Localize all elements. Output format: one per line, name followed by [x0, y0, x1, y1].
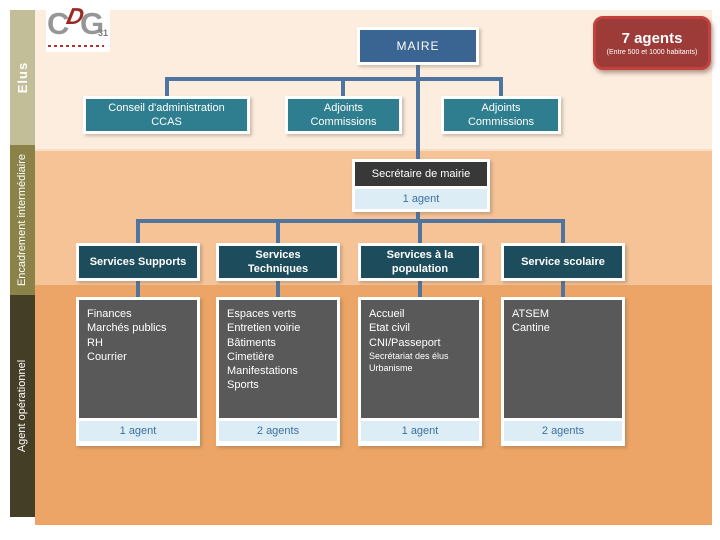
- service-list-scolaire: ATSEM Cantine: [504, 300, 622, 418]
- service-list-techniques: Espaces verts Entretien voirie Bâtiments…: [219, 300, 337, 418]
- maire-frame: MAIRE: [357, 27, 479, 65]
- conseil-ccas-box: Conseil d'administration CCAS: [86, 99, 247, 131]
- service-items-techniques: Espaces verts Entretien voirie Bâtiments…: [227, 308, 301, 392]
- service-header-supports-box: Services Supports: [79, 246, 197, 278]
- logo-letter-g: G: [80, 6, 105, 41]
- sidebar-label-agent-operationnel: Agent opérationnel: [16, 359, 29, 453]
- connector-services-horizontal: [136, 219, 565, 223]
- service-list-supports: Finances Marchés publics RH Courrier: [79, 300, 197, 418]
- connector-header-list-2: [276, 279, 280, 299]
- secretaire-box: Secrétaire de mairie: [355, 162, 487, 186]
- connector-header-list-1: [136, 279, 140, 299]
- agent-count-supports: 1 agent: [79, 421, 197, 441]
- adjoints-commissions-frame-2: Adjoints Commissions: [441, 96, 561, 134]
- conseil-ccas-frame: Conseil d'administration CCAS: [83, 96, 250, 134]
- service-items-population-small: Secrétariat des élus Urbanisme: [369, 350, 449, 374]
- sidebar-label-elus: Elus: [15, 61, 30, 94]
- service-header-techniques-box: Services Techniques: [219, 246, 337, 278]
- service-header-techniques: Services Techniques: [216, 243, 340, 281]
- sidebar-label-encadrement: Encadrement intermédiaire: [16, 153, 29, 287]
- agents-total-subtitle: (Entre 500 et 1000 habitants): [606, 49, 698, 56]
- logo-tagline-decoration: [48, 45, 104, 47]
- service-items-population: Accueil Etat civil CNI/Passeport: [369, 308, 441, 349]
- service-column-scolaire: ATSEM Cantine 2 agents: [501, 297, 625, 446]
- service-column-supports: Finances Marchés publics RH Courrier 1 a…: [76, 297, 200, 446]
- logo-number-31: 31: [98, 28, 109, 38]
- service-list-population: Accueil Etat civil CNI/Passeport Secréta…: [361, 300, 479, 418]
- agents-total-badge: 7 agents (Entre 500 et 1000 habitants): [593, 16, 711, 70]
- connector-drop-conseil: [165, 79, 169, 98]
- sidebar-segment-elus: Elus: [10, 10, 35, 145]
- connector-level1-horizontal: [165, 77, 503, 81]
- service-column-population: Accueil Etat civil CNI/Passeport Secréta…: [358, 297, 482, 446]
- connector-drop-adjoints-1: [341, 79, 345, 98]
- service-header-supports: Services Supports: [76, 243, 200, 281]
- sidebar-segment-encadrement: Encadrement intermédiaire: [10, 145, 35, 295]
- cdg31-logo: C D G 31: [46, 3, 110, 52]
- connector-drop-service-1: [136, 221, 140, 245]
- connector-header-list-4: [561, 279, 565, 299]
- service-header-population-box: Services à la population: [361, 246, 479, 278]
- service-header-scolaire-box: Service scolaire: [504, 246, 622, 278]
- adjoints-commissions-box-1: Adjoints Commissions: [288, 99, 399, 131]
- adjoints-commissions-frame-1: Adjoints Commissions: [285, 96, 402, 134]
- logo-letter-c: C: [47, 6, 70, 41]
- service-column-techniques: Espaces verts Entretien voirie Bâtiments…: [216, 297, 340, 446]
- connector-header-list-3: [418, 279, 422, 299]
- agent-count-population: 1 agent: [361, 421, 479, 441]
- adjoints-commissions-box-2: Adjoints Commissions: [444, 99, 558, 131]
- sidebar-segment-agent-operationnel: Agent opérationnel: [10, 295, 35, 517]
- agent-count-techniques: 2 agents: [219, 421, 337, 441]
- agents-total-title: 7 agents: [621, 30, 683, 47]
- maire-box: MAIRE: [360, 30, 476, 62]
- agent-count-scolaire: 2 agents: [504, 421, 622, 441]
- service-header-scolaire: Service scolaire: [501, 243, 625, 281]
- connector-drop-service-2: [276, 221, 280, 245]
- secretaire-frame: Secrétaire de mairie 1 agent: [352, 159, 490, 212]
- connector-maire-vertical: [416, 64, 420, 223]
- service-items-supports: Finances Marchés publics RH Courrier: [87, 308, 167, 363]
- service-header-population: Services à la population: [358, 243, 482, 281]
- connector-drop-service-4: [561, 221, 565, 245]
- secretaire-agent-count: 1 agent: [355, 189, 487, 209]
- connector-drop-adjoints-2: [499, 79, 503, 98]
- connector-drop-service-3: [418, 221, 422, 245]
- service-items-scolaire: ATSEM Cantine: [512, 308, 550, 335]
